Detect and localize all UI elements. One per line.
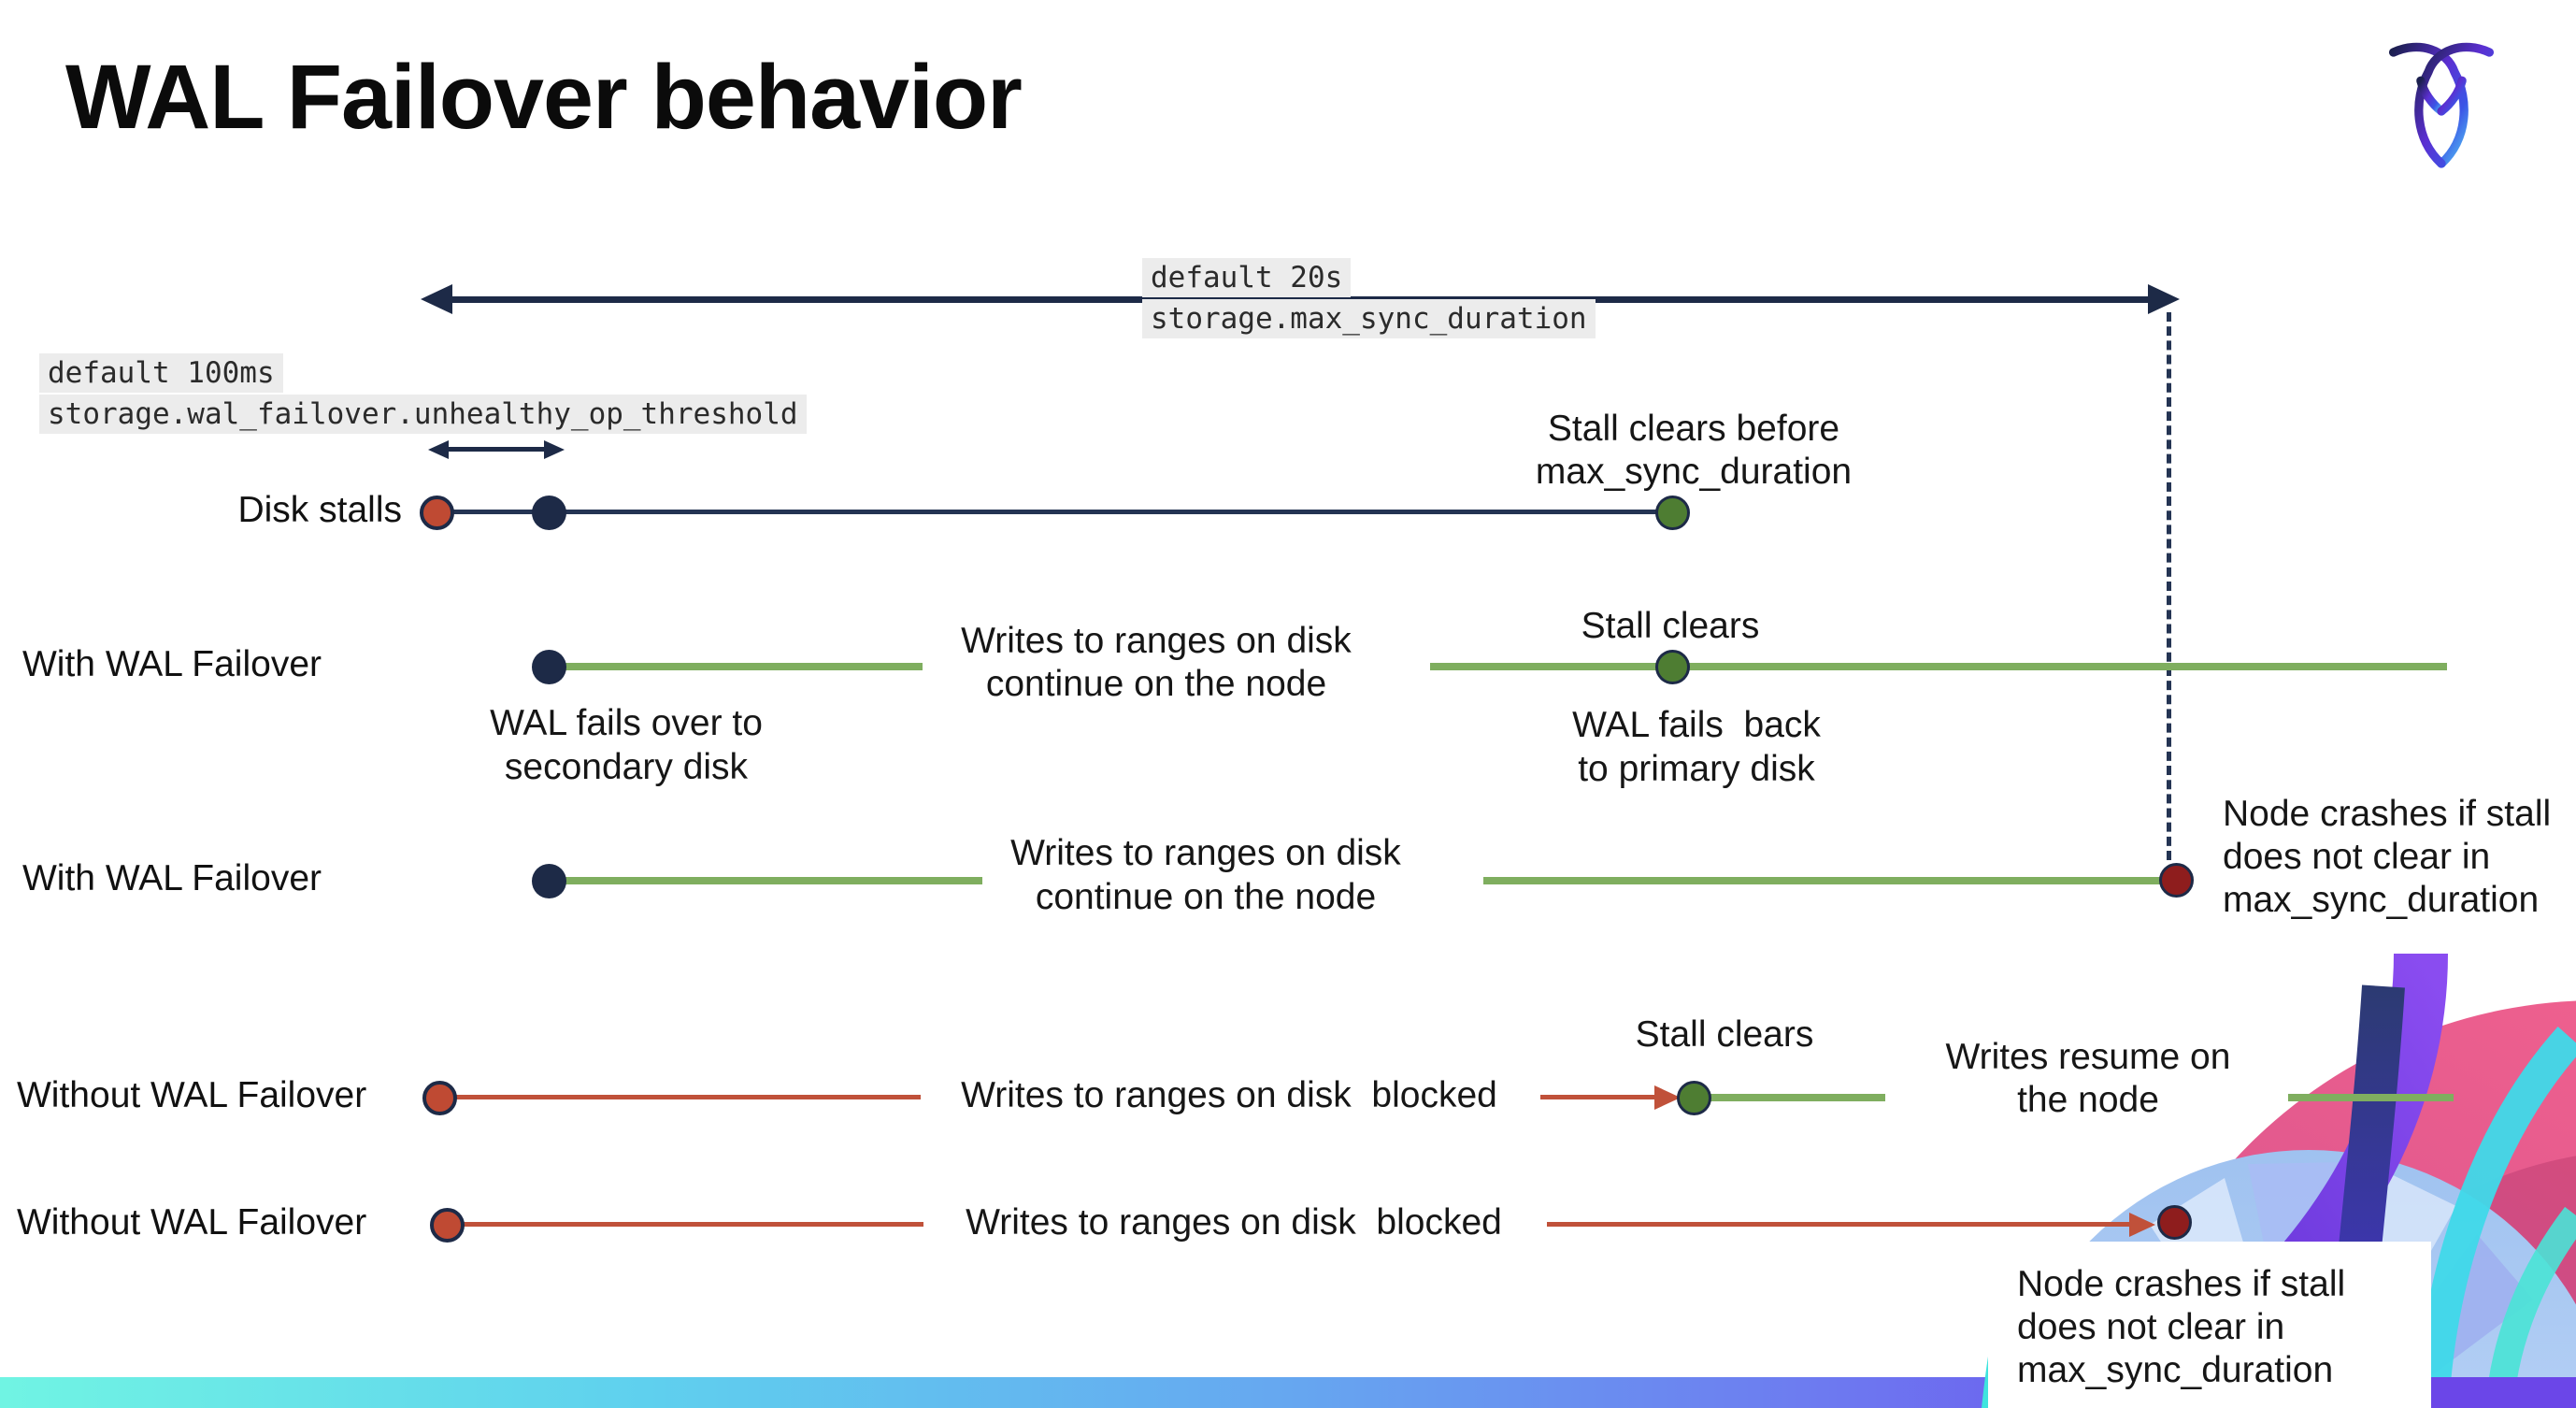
node-crash-dot-2	[2157, 1205, 2192, 1240]
row-label-with-wal-failover-1: With WAL Failover	[22, 644, 322, 684]
stall-clears-dot-row4	[1677, 1081, 1711, 1115]
green-line-resume-a	[1707, 1094, 1885, 1101]
failback-dot	[1655, 650, 1690, 684]
arrowhead-left-icon	[421, 284, 452, 314]
note-stall-clears-row2: Stall clears	[1581, 606, 1760, 646]
stall-start-dot-row4	[422, 1081, 457, 1115]
red-line-blocked-2a	[458, 1222, 923, 1227]
small-arrowhead-right-icon	[544, 440, 565, 459]
max-sync-default-label: default 20s	[1142, 258, 1352, 297]
page-title: WAL Failover behavior	[65, 46, 1023, 148]
stall-clears-dot	[1655, 496, 1690, 530]
green-line-continue-2a	[561, 877, 982, 884]
note-node-crashes-bottom-1: Node crashes if stall	[2017, 1264, 2346, 1304]
note-wal-fails-back-1: WAL fails back	[1572, 705, 1821, 745]
stall-start-dot	[420, 496, 454, 530]
row-label-without-wal-failover-1: Without WAL Failover	[17, 1075, 367, 1115]
node-crash-dot-1	[2159, 863, 2194, 898]
note-writes-resume-2: the node	[2017, 1080, 2159, 1120]
failover-trigger-dot-1	[532, 650, 566, 684]
red-arrowhead-icon-1	[1654, 1085, 1681, 1110]
note-node-crashes-top-1: Node crashes if stall	[2223, 794, 2552, 834]
note-writes-continue-1a: Writes to ranges on disk	[961, 621, 1352, 661]
green-line-resume-b	[2288, 1094, 2454, 1101]
note-writes-continue-1b: continue on the node	[985, 664, 1327, 704]
threshold-span-line	[447, 447, 546, 452]
max-sync-deadline-dashed-line	[2167, 312, 2171, 860]
threshold-default-label: default 100ms	[39, 353, 283, 393]
red-line-blocked-2b	[1547, 1222, 2131, 1227]
note-node-crashes-top-3: max_sync_duration	[2223, 880, 2540, 920]
note-wal-fails-over-2: secondary disk	[504, 747, 749, 787]
note-node-crashes-bottom-2: does not clear in	[2017, 1307, 2285, 1347]
note-writes-blocked-1: Writes to ranges on disk blocked	[961, 1075, 1497, 1115]
red-arrowhead-icon-2	[2129, 1213, 2155, 1237]
green-line-continue-2b	[1483, 877, 2163, 884]
cockroachdb-logo-icon	[2386, 39, 2497, 170]
row-label-without-wal-failover-2: Without WAL Failover	[17, 1202, 367, 1243]
note-stall-clears-row4: Stall clears	[1635, 1014, 1814, 1055]
row-label-with-wal-failover-2: With WAL Failover	[22, 858, 322, 898]
note-node-crashes-bottom-3: max_sync_duration	[2017, 1350, 2334, 1390]
note-writes-continue-2a: Writes to ranges on disk	[1010, 833, 1401, 873]
note-node-crashes-top-2: does not clear in	[2223, 837, 2491, 877]
note-wal-fails-back-2: to primary disk	[1578, 749, 1815, 789]
note-stall-clears-before-1: Stall clears before	[1547, 409, 1840, 449]
small-arrowhead-left-icon	[428, 440, 449, 459]
failover-trigger-dot-2	[532, 864, 566, 898]
green-line-continue-1a	[561, 663, 923, 670]
stall-start-dot-row5	[430, 1208, 465, 1243]
red-line-blocked-1b	[1540, 1095, 1656, 1099]
row-label-disk-stalls: Disk stalls	[237, 490, 402, 530]
note-wal-fails-over-1: WAL fails over to	[490, 703, 763, 743]
arrowhead-right-icon	[2148, 284, 2180, 314]
note-writes-continue-2b: continue on the node	[1035, 877, 1377, 917]
note-writes-resume-1: Writes resume on	[1945, 1037, 2231, 1077]
green-line-continue-1b	[1430, 663, 2447, 670]
threshold-setting-label: storage.wal_failover.unhealthy_op_thresh…	[39, 395, 807, 434]
threshold-hit-dot	[532, 496, 566, 530]
note-stall-clears-before-2: max_sync_duration	[1535, 452, 1853, 492]
max-sync-setting-label: storage.max_sync_duration	[1142, 299, 1596, 338]
red-line-blocked-1a	[451, 1095, 921, 1099]
note-writes-blocked-2: Writes to ranges on disk blocked	[966, 1202, 1502, 1243]
timeline-disk-stalls	[436, 510, 1672, 514]
caption-box	[1988, 1242, 2431, 1408]
